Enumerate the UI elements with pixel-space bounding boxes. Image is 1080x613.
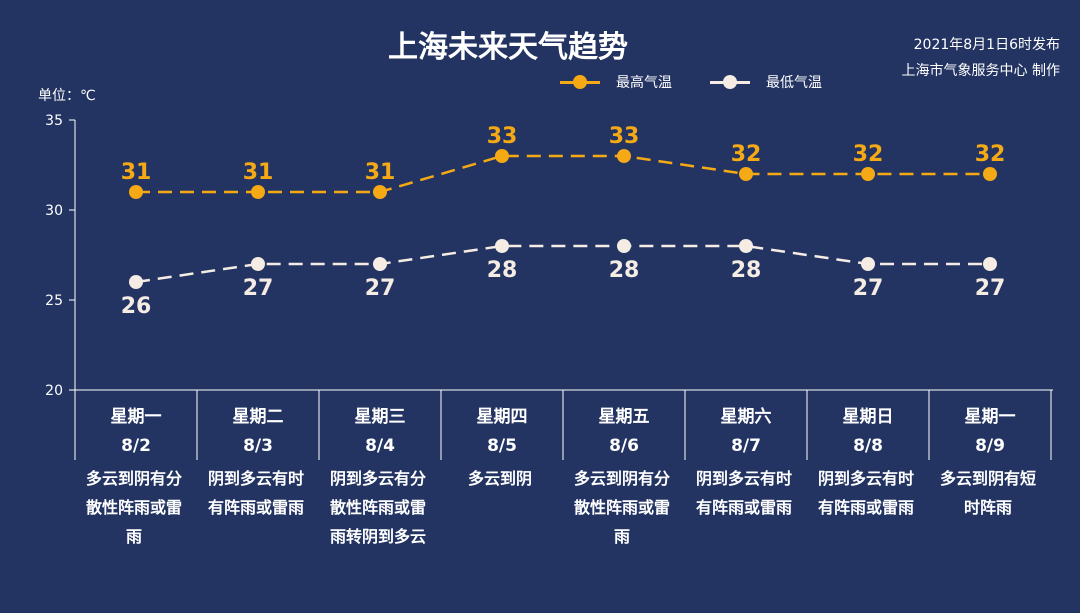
- legend-low-label: 最低气温: [766, 75, 822, 91]
- date-label: 8/2: [121, 436, 151, 456]
- low-temp-label: 27: [365, 276, 396, 301]
- y-tick-label: 30: [45, 203, 63, 219]
- date-label: 8/7: [731, 436, 761, 456]
- high-temp-label: 33: [487, 124, 518, 149]
- low-temp-label: 28: [609, 258, 640, 283]
- weather-description: 阴到多云有时有阵雨或雷雨: [207, 469, 304, 517]
- legend-high-marker: [560, 75, 600, 89]
- high-temp-line: [136, 154, 990, 194]
- day-label: 星期一: [965, 407, 1016, 427]
- day-label: 星期一: [111, 407, 162, 427]
- low-temp-label: 28: [731, 258, 762, 283]
- high-temp-label: 32: [853, 142, 884, 167]
- date-label: 8/8: [853, 436, 883, 456]
- high-temp-point: [983, 167, 997, 181]
- low-temp-label: 27: [975, 276, 1006, 301]
- y-tick-label: 35: [45, 113, 63, 129]
- low-temp-point: [617, 239, 631, 253]
- low-temp-line: [135, 244, 990, 284]
- low-temp-point: [739, 239, 753, 253]
- day-label: 星期二: [233, 407, 284, 427]
- low-temp-point: [983, 257, 997, 271]
- high-temp-label: 31: [365, 160, 396, 185]
- high-temp-point: [251, 185, 265, 199]
- weather-description: 多云到阴有分散性阵雨或雷雨: [85, 469, 182, 546]
- high-temp-label: 31: [121, 160, 152, 185]
- high-temp-label: 33: [609, 124, 640, 149]
- high-temp-point: [129, 185, 143, 199]
- legend-high-label: 最高气温: [616, 75, 672, 91]
- weather-description: 多云到阴有短时阵雨: [939, 469, 1036, 517]
- weather-description: 多云到阴: [467, 469, 532, 488]
- low-temp-point: [861, 257, 875, 271]
- chart-title: 上海未来天气趋势: [388, 30, 628, 65]
- weather-description: 阴到多云有分散性阵雨或雷雨转阴到多云: [329, 469, 426, 546]
- date-label: 8/6: [609, 436, 639, 456]
- date-label: 8/4: [365, 436, 395, 456]
- high-temp-point: [739, 167, 753, 181]
- low-temp-label: 28: [487, 258, 518, 283]
- day-label: 星期日: [843, 407, 894, 427]
- low-temp-label: 27: [243, 276, 274, 301]
- high-temp-label: 31: [243, 160, 274, 185]
- high-temp-point: [373, 185, 387, 199]
- day-label: 星期四: [477, 407, 528, 427]
- publish-time: 2021年8月1日6时发布: [913, 37, 1060, 53]
- y-tick-label: 25: [45, 293, 63, 309]
- low-temp-point: [129, 275, 143, 289]
- low-temp-point: [251, 257, 265, 271]
- high-temp-point: [617, 149, 631, 163]
- legend-high[interactable]: 最高气温: [560, 72, 672, 92]
- weather-description: 多云到阴有分散性阵雨或雷雨: [573, 469, 670, 546]
- date-label: 8/5: [487, 436, 517, 456]
- low-temp-point: [373, 257, 387, 271]
- day-label: 星期六: [721, 406, 772, 427]
- date-label: 8/9: [975, 436, 1005, 456]
- y-tick-label: 20: [45, 383, 63, 399]
- producer: 上海市气象服务中心 制作: [901, 63, 1060, 79]
- low-temp-label: 26: [121, 294, 152, 319]
- low-temp-label: 27: [853, 276, 884, 301]
- high-temp-point: [495, 149, 509, 163]
- day-label: 星期三: [355, 407, 406, 427]
- high-temp-point: [861, 167, 875, 181]
- weather-description: 阴到多云有时有阵雨或雷雨: [817, 469, 914, 517]
- day-label: 星期五: [599, 407, 650, 427]
- legend-low[interactable]: 最低气温: [710, 72, 822, 92]
- unit-label: 单位：℃: [38, 88, 96, 104]
- weather-description: 阴到多云有时有阵雨或雷雨: [695, 469, 792, 517]
- high-temp-label: 32: [975, 142, 1006, 167]
- legend-low-marker: [710, 75, 750, 89]
- high-temp-label: 32: [731, 142, 762, 167]
- date-label: 8/3: [243, 436, 273, 456]
- low-temp-point: [495, 239, 509, 253]
